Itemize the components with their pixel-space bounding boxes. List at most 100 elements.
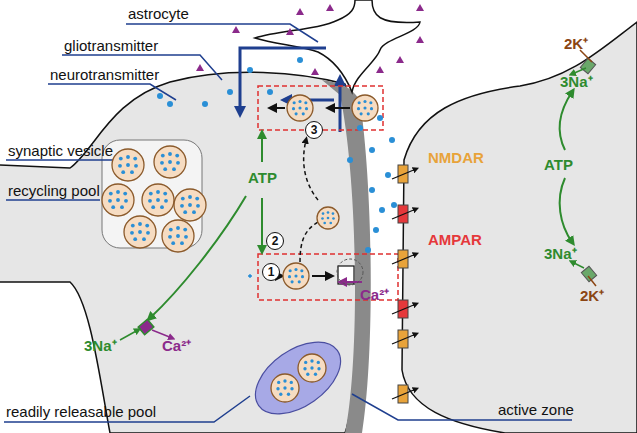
transmitter-dot — [283, 386, 286, 389]
transmitter-dot — [293, 101, 296, 104]
transmitter-dot — [134, 164, 138, 168]
synaptic-vesicle-shape — [112, 149, 144, 181]
transmitter-dot — [188, 195, 192, 199]
synaptic-vesicle-shape — [287, 95, 313, 121]
transmitter-dot — [118, 164, 122, 168]
transmitter-dot — [126, 163, 130, 167]
neurotransmitter-dot — [389, 137, 395, 143]
transmitter-dot — [123, 192, 127, 196]
calcium-efflux-arrow — [152, 330, 172, 338]
transmitter-dot — [181, 197, 185, 201]
transmitter-dot — [138, 230, 142, 234]
neurotransmitter-dot — [202, 101, 208, 107]
transmitter-dot — [126, 155, 130, 159]
transmitter-dot — [358, 101, 361, 104]
transmitter-dot — [183, 210, 187, 214]
synaptic-vesicle-shape — [352, 95, 378, 121]
transmitter-dot — [171, 241, 175, 245]
transmitter-dot — [249, 275, 252, 278]
transmitter-dot — [195, 197, 199, 201]
atp-arrow — [261, 198, 263, 250]
endocytosis-arrow — [304, 140, 318, 200]
gliotransmitter-mark — [376, 66, 384, 73]
ion-flow-arrow — [392, 169, 416, 179]
transmitter-dot — [168, 152, 172, 156]
neurotransmitter-dot — [267, 89, 273, 95]
transmitter-dot — [288, 275, 291, 278]
transmitter-dot — [279, 393, 282, 396]
na-ca-exchanger — [138, 319, 154, 334]
neurotransmitter-dot — [247, 67, 253, 73]
leader-line — [6, 199, 100, 201]
synaptic-vesicle-shape — [283, 263, 309, 289]
gliotransmitter-mark — [232, 26, 240, 33]
gliotransmitter-mark — [196, 64, 204, 71]
part-label: astrocyte — [128, 6, 189, 23]
ion-flow-arrow — [392, 304, 416, 314]
transmitter-dot — [304, 101, 307, 104]
postsynaptic-neuron — [402, 22, 637, 433]
transmitter-dot — [249, 275, 252, 278]
neurotransmitter-dot — [297, 57, 303, 63]
transmitter-dot — [302, 112, 305, 115]
sodium-influx-arrow — [120, 330, 138, 340]
synaptic-vesicle-shape — [174, 189, 206, 221]
neurotransmitter-dot — [157, 93, 163, 99]
transmitter-dot — [314, 373, 317, 376]
transmitter-dot — [175, 154, 179, 158]
neurotransmitter-dot — [227, 89, 233, 95]
transmitter-dot — [329, 222, 332, 225]
transmitter-dot — [370, 107, 373, 110]
transmitter-dot — [249, 275, 252, 278]
transmitter-dot — [294, 274, 297, 277]
molecule-label: ATP — [248, 170, 277, 187]
gliotransmitter-mark — [286, 28, 294, 35]
ion-label: Ca²⁺ — [162, 338, 191, 355]
synaptic-vesicle-shape — [124, 216, 156, 248]
transmitter-dot — [146, 231, 150, 235]
presynaptic-terminal — [0, 72, 359, 433]
transmitter-dot — [148, 199, 152, 203]
transmitter-dot — [294, 268, 297, 271]
part-label: neurotransmitter — [50, 67, 159, 84]
callout-number: 1 — [262, 263, 280, 281]
transmitter-dot — [130, 231, 134, 235]
transmitter-dot — [196, 204, 200, 208]
ion-flow-arrow — [392, 334, 416, 344]
gliotransmitter-mark — [416, 36, 424, 43]
step-arrow — [312, 275, 330, 277]
part-label: synaptic vesicle — [8, 143, 113, 160]
transmitter-dot — [183, 228, 187, 232]
atp-arrow — [261, 134, 263, 162]
gliotransmitter-mark — [311, 68, 319, 75]
receptor-label: AMPAR — [428, 232, 482, 249]
part-label: active zone — [498, 402, 574, 419]
transmitter-dot — [138, 222, 142, 226]
transmitter-dot — [277, 381, 280, 384]
transmitter-dot — [298, 280, 301, 283]
gliotransmitter-mark — [396, 56, 404, 63]
transmitter-dot — [192, 210, 196, 214]
transmitter-dot — [249, 275, 252, 278]
fusion-arrow — [300, 222, 318, 262]
atp-arrow — [560, 178, 572, 242]
transmitter-dot — [295, 112, 298, 115]
transmitter-dot — [327, 217, 330, 220]
transmitter-dot — [367, 112, 370, 115]
ion-label: 2K⁺ — [564, 36, 588, 53]
neurotransmitter-dot — [391, 202, 397, 208]
transmitter-dot — [124, 199, 128, 203]
transmitter-dot — [305, 107, 308, 110]
transmitter-dot — [249, 275, 252, 278]
transmitter-dot — [304, 361, 307, 364]
synaptic-vesicle-shape — [162, 220, 194, 252]
astrocyte-cell — [255, 0, 420, 92]
transmitter-dot — [131, 224, 135, 228]
potassium-arrow — [588, 276, 596, 286]
ion-flow-arrow — [392, 209, 416, 219]
neurotransmitter-dot — [379, 207, 385, 213]
sodium-arrow — [572, 262, 584, 268]
release-arrow — [240, 48, 326, 112]
transmitter-dot — [120, 205, 124, 209]
